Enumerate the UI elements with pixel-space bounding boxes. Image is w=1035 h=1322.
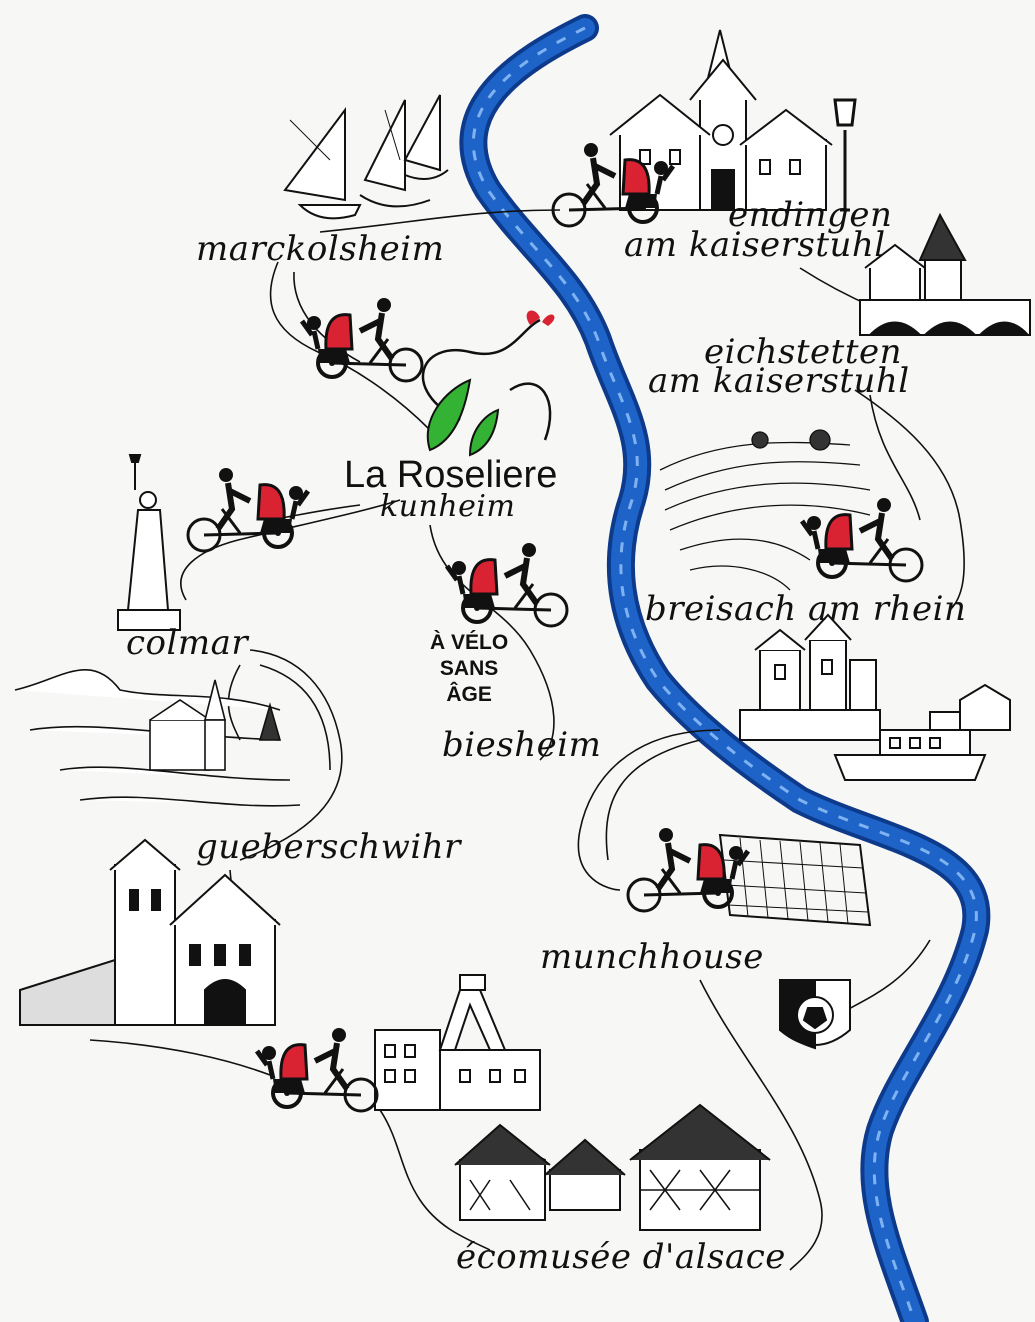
slogan-line: À VÉLO <box>430 631 509 654</box>
label-eichstetten: eichstetten <box>704 332 903 372</box>
soccer-crest-icon <box>779 979 851 1050</box>
slogan-line: SANS <box>439 657 499 680</box>
slogan-line: ÂGE <box>446 683 492 706</box>
label-munchhouse: munchhouse <box>540 937 764 977</box>
bridge-icon <box>859 212 1031 336</box>
castle-icon <box>739 613 881 741</box>
half-timbered-houses-icon <box>454 1103 771 1231</box>
la-roseliere-logo <box>421 310 555 457</box>
mine-tower-icon <box>374 974 541 1111</box>
label-eichstetten-am-kaiserstuhl: am kaiserstuhl <box>648 361 910 401</box>
vineyard-icon <box>659 429 871 591</box>
church-icon <box>609 29 833 211</box>
cathedral-icon <box>19 838 281 1026</box>
label-kunheim: kunheim <box>380 489 516 524</box>
label-gueberschwihr: gueberschwihr <box>196 827 461 867</box>
label-colmar: colmar <box>126 623 249 663</box>
brand-name: La Roseliere <box>344 454 558 496</box>
label-endingen-am-kaiserstuhl: am kaiserstuhl <box>624 225 886 265</box>
slogan-a-velo-sans-age: À VÉLO SANS ÂGE <box>430 630 508 708</box>
label-endingen: endingen <box>728 195 893 235</box>
street-lamp-icon <box>833 98 857 212</box>
village-landscape-icon <box>14 669 301 807</box>
label-biesheim: biesheim <box>442 725 602 765</box>
sailboat-icon <box>283 94 449 220</box>
soccer-goal-icon <box>718 833 872 927</box>
river-boat-icon <box>833 683 1011 781</box>
label-marckolsheim: marckolsheim <box>196 229 445 269</box>
label-ecomusee-d-alsace: écomusée d'alsace <box>456 1237 786 1277</box>
label-breisach-am-rhein: breisach am rhein <box>645 589 967 629</box>
statue-of-liberty-icon <box>117 454 181 631</box>
rhine-river <box>459 14 991 1322</box>
